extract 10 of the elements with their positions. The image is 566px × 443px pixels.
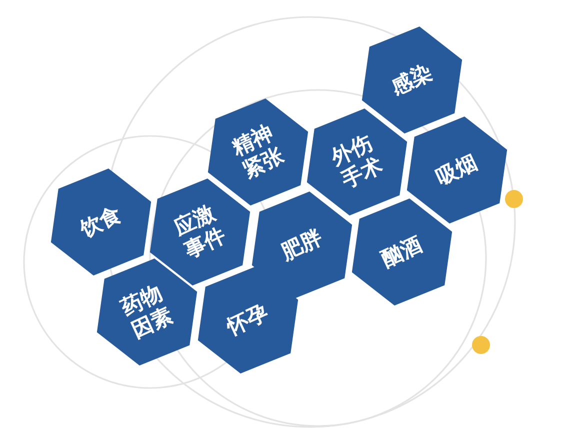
hexagon-label: 应激事件 bbox=[170, 200, 230, 264]
hexagon-label: 精神紧张 bbox=[228, 120, 288, 184]
hexagon-label: 怀孕 bbox=[222, 299, 273, 341]
hexagon-label: 饮食 bbox=[76, 201, 126, 243]
hexagon-label: 吸烟 bbox=[432, 149, 482, 191]
hexagon-label: 酗酒 bbox=[376, 231, 427, 273]
hexagon-label: 肥胖 bbox=[276, 224, 327, 266]
hexagon-label: 外伤手术 bbox=[326, 130, 388, 194]
hexagon-label: 药物因素 bbox=[116, 280, 178, 344]
hexagon-label: 感染 bbox=[386, 59, 437, 101]
